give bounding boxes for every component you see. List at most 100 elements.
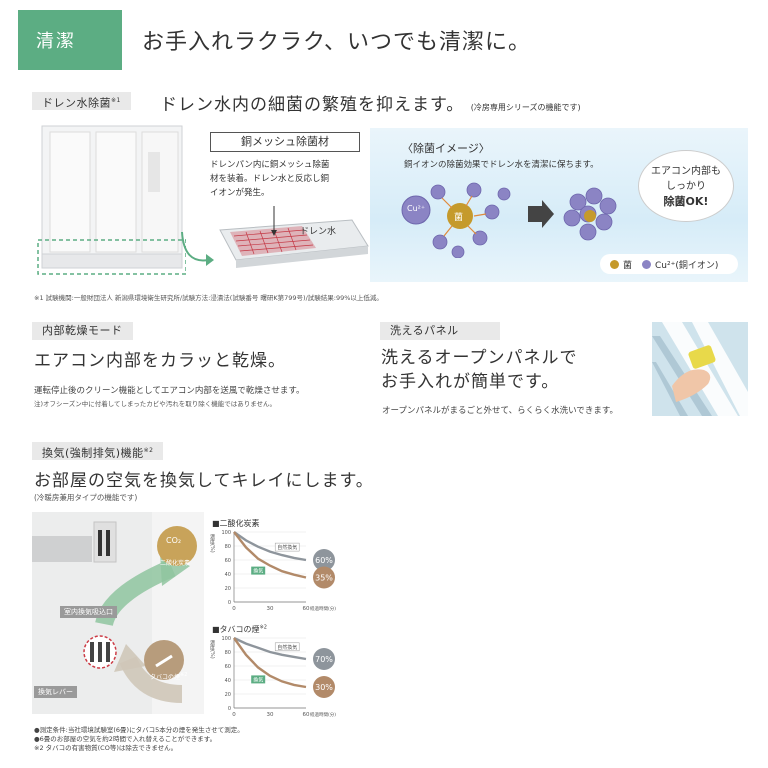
chart-smoke-title-note: ※2 bbox=[259, 624, 267, 631]
mesh-desc-line: イオンが発生。 bbox=[210, 188, 270, 198]
series-name-label: 換気 bbox=[253, 676, 263, 683]
smoke-label: タバコの煙※2 bbox=[150, 672, 187, 681]
drain-tag-label: ドレン水除菌 bbox=[42, 96, 111, 110]
drain-pan-illustration bbox=[212, 206, 372, 272]
y-tick-label: 80 bbox=[225, 650, 231, 656]
x-tick-label: 0 bbox=[232, 606, 236, 612]
y-tick-label: 100 bbox=[221, 636, 231, 642]
series-tag-box bbox=[274, 542, 300, 552]
bacteria-label: 菌 bbox=[454, 213, 464, 223]
end-value-label: 30% bbox=[315, 683, 333, 692]
chart-smoke-title: ■タバコの煙※2 bbox=[212, 624, 267, 635]
y-tick-label: 0 bbox=[228, 706, 231, 712]
vent-footnote: ●測定条件:当社環境試験室(6畳)にタバコ5本分の煙を発生させて測定。 bbox=[34, 726, 244, 734]
end-value-badge bbox=[313, 648, 335, 670]
series-line-vent bbox=[233, 531, 307, 579]
panel-tag: 洗えるパネル bbox=[380, 322, 500, 340]
green-arrow-icon bbox=[181, 231, 214, 266]
y-tick-label: 20 bbox=[225, 586, 231, 592]
end-value-label: 70% bbox=[315, 655, 333, 664]
aircon-unit-illustration bbox=[36, 122, 187, 278]
series-line-natural bbox=[233, 636, 307, 661]
mesh-desc-line: 材を装着。ドレン水と反応し銅 bbox=[210, 174, 330, 184]
smoke-note: ※2 bbox=[180, 672, 188, 678]
mesh-desc-line: ドレンパン内に銅メッシュ除菌 bbox=[210, 160, 330, 170]
y-axis-label: 濃度(%) bbox=[209, 639, 215, 658]
vent-footnote: ※2 タバコの有害物質(CO等)は除去できません。 bbox=[34, 744, 178, 752]
end-value-label: 35% bbox=[315, 574, 333, 583]
bubble-line: エアコン内部も bbox=[651, 166, 721, 177]
y-axis-label: 濃度(%) bbox=[209, 533, 215, 552]
panel-wash-photo bbox=[652, 322, 748, 416]
drain-tag: ドレン水除菌※1 bbox=[32, 92, 131, 110]
x-tick-label: 60 bbox=[303, 712, 310, 718]
inlet-label: 室内換気吸込口 bbox=[60, 606, 117, 618]
series-line-vent bbox=[233, 637, 307, 689]
vent-tag-label: 換気(強制排気)機能 bbox=[42, 446, 144, 460]
ion-reaction-illustration bbox=[401, 182, 617, 258]
vent-footnote: ●6畳のお部屋の空気を約2時間で入れ替えることができます。 bbox=[34, 735, 217, 743]
copper-mesh-box: 銅メッシュ除菌材 ドレンパン内に銅メッシュ除菌 材を装着。ドレン水と反応し銅 イ… bbox=[210, 132, 370, 202]
vent-tag-note: ※2 bbox=[143, 447, 154, 454]
bubble-line: しっかり bbox=[666, 181, 706, 192]
co2-label: CO₂ bbox=[166, 536, 182, 545]
mesh-title: 銅メッシュ除菌材 bbox=[210, 132, 360, 152]
smoke-label-text: タバコの煙 bbox=[150, 674, 181, 681]
image-desc: 銅イオンの除菌効果でドレン水を清潔に保ちます。 bbox=[404, 160, 599, 170]
chart-smoke-title-text: ■タバコの煙 bbox=[212, 625, 260, 634]
end-value-badge bbox=[313, 566, 335, 589]
drain-title-note: (冷房専用シリーズの機能です) bbox=[470, 103, 581, 112]
x-axis-label: 経過時間(分) bbox=[310, 605, 336, 612]
sterilize-ok-bubble: エアコン内部も しっかり 除菌OK! bbox=[638, 150, 734, 222]
vent-title: お部屋の空気を換気してキレイにします。 bbox=[34, 471, 374, 491]
y-tick-label: 40 bbox=[225, 572, 231, 578]
chart-co2-title: ■二酸化炭素 bbox=[212, 519, 260, 528]
drain-tag-note: ※1 bbox=[111, 97, 121, 104]
vent-footnotes: ●測定条件:当社環境試験室(6畳)にタバコ5本分の煙を発生させて測定。 ●6畳の… bbox=[34, 726, 244, 753]
x-tick-label: 60 bbox=[303, 606, 310, 612]
section-badge: 清潔 bbox=[18, 10, 122, 70]
series-line-natural bbox=[233, 531, 307, 562]
series-tag-box bbox=[251, 675, 266, 684]
x-tick-label: 0 bbox=[232, 712, 236, 718]
series-name-label: 自然換気 bbox=[277, 644, 297, 651]
drain-footnote: ※1 試験機関:一般財団法人 新潟県環境衛生研究所/試験方法:浸漬法(試験番号 … bbox=[34, 294, 383, 302]
panel-title-line: 洗えるオープンパネルで bbox=[381, 348, 578, 368]
end-value-badge bbox=[313, 676, 335, 698]
vent-tag: 換気(強制排気)機能※2 bbox=[32, 442, 164, 460]
bacteria-dot-icon bbox=[610, 259, 619, 269]
page-title: お手入れラクラク、いつでも清潔に。 bbox=[142, 30, 532, 55]
panel-desc: オープンパネルがまるごと外せて、らくらく水洗いできます。 bbox=[382, 406, 618, 416]
cu-ion-label: Cu²⁺ bbox=[407, 204, 426, 213]
x-axis-label: 経過時間(分) bbox=[310, 711, 336, 718]
series-tag-box bbox=[274, 642, 300, 652]
end-value-label: 60% bbox=[315, 556, 333, 565]
y-tick-label: 60 bbox=[225, 558, 231, 564]
vent-illustration bbox=[32, 512, 204, 714]
cu-ion-dot-icon bbox=[642, 259, 652, 269]
dry-desc: 運転停止後のクリーン機能としてエアコン内部を送風で乾燥させます。 bbox=[34, 386, 305, 396]
x-tick-label: 30 bbox=[267, 712, 274, 718]
y-tick-label: 100 bbox=[221, 530, 231, 536]
lever-label: 換気レバー bbox=[34, 686, 77, 698]
legend-bacteria: 菌 bbox=[623, 260, 633, 271]
drain-title-text: ドレン水内の細菌の繁殖を抑えます。 bbox=[160, 95, 465, 115]
panel-title: 洗えるオープンパネルで お手入れが簡単です。 bbox=[381, 346, 577, 394]
mesh-desc: ドレンパン内に銅メッシュ除菌 材を装着。ドレン水と反応し銅 イオンが発生。 bbox=[210, 158, 370, 200]
drain-water-label: ドレン水 bbox=[300, 227, 337, 237]
end-value-badge bbox=[313, 549, 335, 571]
image-title: 〈除菌イメージ〉 bbox=[402, 142, 490, 155]
y-tick-label: 60 bbox=[225, 664, 231, 670]
panel-title-line: お手入れが簡単です。 bbox=[381, 372, 560, 392]
drain-title: ドレン水内の細菌の繁殖を抑えます。 (冷房専用シリーズの機能です) bbox=[160, 90, 581, 115]
legend-cu: Cu²⁺(銅イオン) bbox=[655, 260, 719, 271]
y-tick-label: 0 bbox=[228, 600, 231, 606]
ion-legend: 菌 Cu²⁺(銅イオン) bbox=[600, 254, 738, 274]
series-name-label: 自然換気 bbox=[277, 544, 297, 551]
dry-tag: 内部乾燥モード bbox=[32, 322, 133, 340]
y-tick-label: 40 bbox=[225, 678, 231, 684]
co2-sub-label: 二酸化炭素 bbox=[160, 560, 191, 567]
vent-subtitle: (冷暖房兼用タイプの機能です) bbox=[34, 493, 138, 502]
